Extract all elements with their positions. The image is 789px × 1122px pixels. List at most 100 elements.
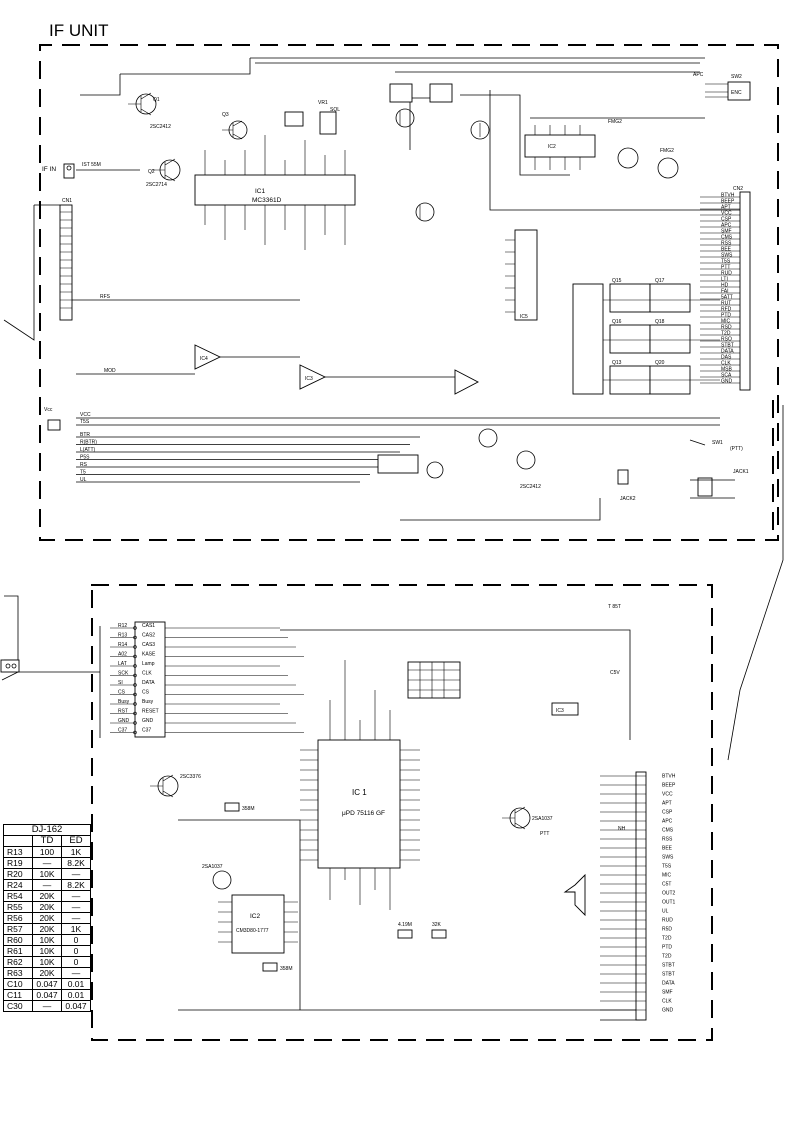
svg-text:JACK2: JACK2: [620, 496, 636, 502]
cn2-pin-label: HD: [721, 283, 729, 289]
key-pin-ref: Busy: [118, 699, 130, 705]
svg-text:FMG2: FMG2: [608, 119, 622, 125]
key-pin-ref: GND: [118, 718, 130, 724]
cn2-pin-label: BTVH: [721, 193, 735, 199]
svg-text:IC2: IC2: [250, 913, 261, 920]
cn1-bus-label: BTR: [80, 432, 90, 438]
cn2-pin-label: T5S: [721, 259, 731, 265]
table-cell: 100: [32, 846, 62, 858]
cn1-bus-label: UL: [80, 477, 87, 483]
table-cell: R13: [3, 846, 33, 858]
svg-text:RFS: RFS: [100, 294, 111, 300]
svg-text:μPD 75116 GF: μPD 75116 GF: [342, 810, 385, 817]
cn2-connector: CN2 BTVHBEEPAPTVCCCSPAPCSMFCMSRSSBEESWST…: [700, 186, 751, 391]
key-pin-label: CLK: [142, 671, 152, 677]
table-row: R24—8.2K: [3, 879, 91, 891]
logic-right-pin-label: MIC: [662, 873, 672, 879]
logic-jumper-block: [407, 661, 461, 699]
cn2-pin-label: RSO: [721, 337, 732, 343]
logic-right-pin-label: UL: [662, 909, 669, 915]
table-cell: —: [61, 912, 91, 924]
table-cell: R57: [3, 923, 33, 935]
key-pin-label: DATA: [142, 680, 155, 686]
table-cell: 0: [61, 945, 91, 957]
key-pin-label: RESET: [142, 709, 159, 715]
svg-text:IC5: IC5: [520, 314, 528, 320]
table-cell: R60: [3, 934, 33, 946]
svg-text:T5S: T5S: [80, 419, 90, 425]
if-ic2: IC2: [524, 125, 596, 170]
svg-text:CM3D80-1777: CM3D80-1777: [236, 928, 269, 934]
if-unit-title: IF UNIT: [49, 21, 109, 40]
if-ic-middle: IC5: [505, 229, 538, 321]
logic-right-pin-label: T2D: [662, 936, 672, 942]
svg-text:Vcc: Vcc: [44, 407, 53, 413]
logic-right-pin-label: T5S: [662, 864, 672, 870]
logic-ic2: IC2 CM3D80-1777: [218, 894, 298, 954]
table-cell: —: [61, 868, 91, 880]
table-cell: R24: [3, 879, 33, 891]
q-top-middle: [389, 83, 490, 222]
key-pin-ref: SI: [118, 680, 123, 686]
svg-text:Q3: Q3: [222, 112, 229, 118]
logic-q4: 2SC3376: [150, 774, 201, 798]
table-cell: 0.047: [32, 978, 62, 990]
logic-right-pin-label: OUT1: [662, 900, 676, 906]
table-cell: 20K: [32, 901, 62, 913]
table-header-ed: ED: [61, 835, 91, 847]
logic-right-pin-label: SMF: [662, 990, 673, 996]
cn2-pin-label: SCA: [721, 373, 732, 379]
logic-right-pin-label: GND: [662, 1008, 674, 1014]
table-cell: 10K: [32, 956, 62, 968]
svg-text:Q15: Q15: [612, 278, 622, 284]
table-cell: R54: [3, 890, 33, 902]
logic-right-pin-label: APT: [662, 801, 672, 807]
table-cell: C10: [3, 978, 33, 990]
logic-right-pin-label: DATA: [662, 981, 675, 987]
key-pin-ref: LAT: [118, 661, 127, 667]
logic-right-pin-label: STBT: [662, 963, 675, 969]
svg-text:IC3: IC3: [305, 376, 313, 382]
svg-text:APC: APC: [693, 72, 704, 78]
switch-matrix: Q15 Q17 Q16 Q18 Q13 Q20: [572, 278, 720, 395]
table-cell: 20K: [32, 890, 62, 902]
svg-text:Q18: Q18: [655, 319, 665, 325]
svg-text:32K: 32K: [432, 922, 442, 928]
svg-text:Q17: Q17: [655, 278, 665, 284]
if-in-label: IF IN: [42, 166, 56, 173]
cn1-bus-label: RS: [80, 462, 88, 468]
cn2-pin-label: MSB: [721, 367, 733, 373]
table-cell: 0: [61, 934, 91, 946]
table-cell: 10K: [32, 945, 62, 957]
svg-text:JACK1: JACK1: [733, 469, 749, 475]
table-header-td: TD: [32, 835, 62, 847]
svg-text:2SC2412: 2SC2412: [520, 484, 541, 490]
table-cell: 20K: [32, 967, 62, 979]
logic-right-pin-label: BEEP: [662, 783, 676, 789]
cn2-pin-label: APT: [721, 205, 731, 211]
logic-right-pin-label: RUD: [662, 918, 673, 924]
svg-text:VCC: VCC: [80, 412, 91, 418]
q10-q12: FMG2 FMG2: [608, 119, 679, 179]
logic-amps: 358M 358M: [224, 802, 293, 972]
table-cell: 8.2K: [61, 879, 91, 891]
svg-text:358M: 358M: [280, 966, 293, 972]
key-pin-ref: SCK: [118, 671, 129, 677]
logic-right-pin-label: CLK: [662, 999, 672, 1005]
table-cell: 8.2K: [61, 857, 91, 869]
svg-text:NH: NH: [618, 826, 626, 832]
if-filters: VR1 SQL: [284, 100, 340, 135]
svg-text:IC3: IC3: [556, 708, 564, 714]
svg-text:PTT: PTT: [540, 831, 549, 837]
logic-right-connector: BTVHBEEPVCCAPTCSPAPCCMSRSSBEESWST5SMICC5…: [600, 771, 676, 1021]
key-pin-label: CS: [142, 690, 150, 696]
logic-right-pin-label: STBT: [662, 972, 675, 978]
